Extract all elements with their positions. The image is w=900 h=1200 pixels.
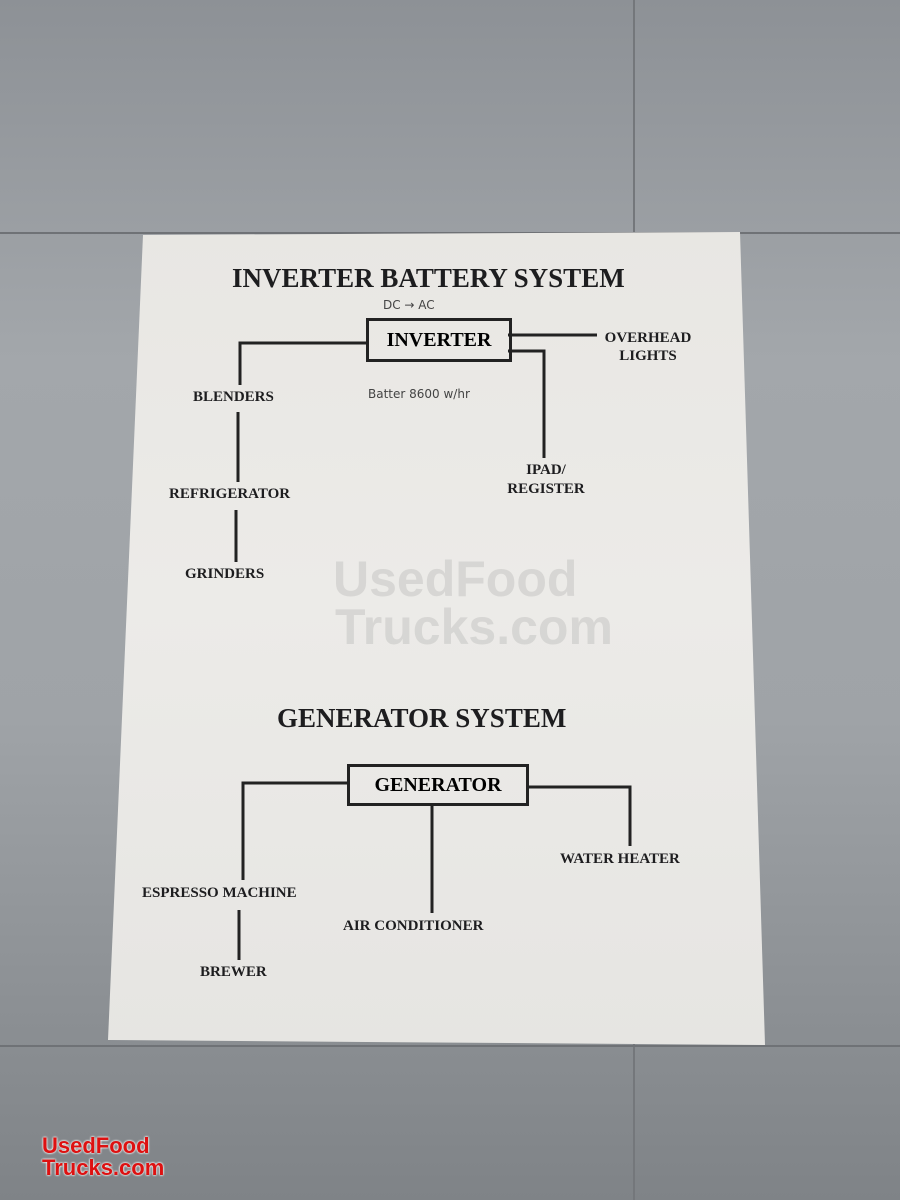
inverter-title: INVERTER BATTERY SYSTEM: [232, 263, 625, 293]
label-water-heater: WATER HEATER: [560, 851, 680, 867]
line-inverter-ipad: [508, 349, 546, 458]
label-ipad-register: IPAD/ REGISTER: [507, 462, 585, 497]
label-brewer: BREWER: [200, 964, 267, 980]
watermark-line2: Trucks.com: [335, 599, 613, 655]
line-generator-water-heater: [526, 785, 632, 846]
logo-line2: Trucks.com: [42, 1155, 165, 1180]
handwritten-battery-note: Batter 8600 w/hr: [368, 387, 470, 401]
line-generator-espresso: [241, 781, 347, 880]
label-espresso-machine: ESPRESSO MACHINE: [142, 885, 297, 901]
label-blenders: BLENDERS: [193, 389, 274, 405]
plank-seam: [0, 1045, 900, 1047]
label-air-conditioner: AIR CONDITIONER: [343, 918, 484, 934]
line-inverter-blenders: [238, 341, 366, 385]
label-overhead-lights: OVERHEAD LIGHTS: [604, 330, 692, 364]
usedfoodtrucks-logo: UsedFood Trucks.com: [42, 1135, 164, 1179]
generator-box: GENERATOR: [347, 764, 529, 806]
inverter-box: INVERTER: [366, 318, 512, 362]
label-grinders: GRINDERS: [185, 566, 265, 582]
handwritten-dc-ac: DC → AC: [383, 298, 435, 312]
label-refrigerator: REFRIGERATOR: [169, 486, 291, 502]
watermark-line1: UsedFood: [333, 551, 578, 607]
generator-title: GENERATOR SYSTEM: [277, 703, 567, 733]
plank-seam: [0, 232, 900, 234]
logo-line1: UsedFood: [42, 1133, 150, 1158]
